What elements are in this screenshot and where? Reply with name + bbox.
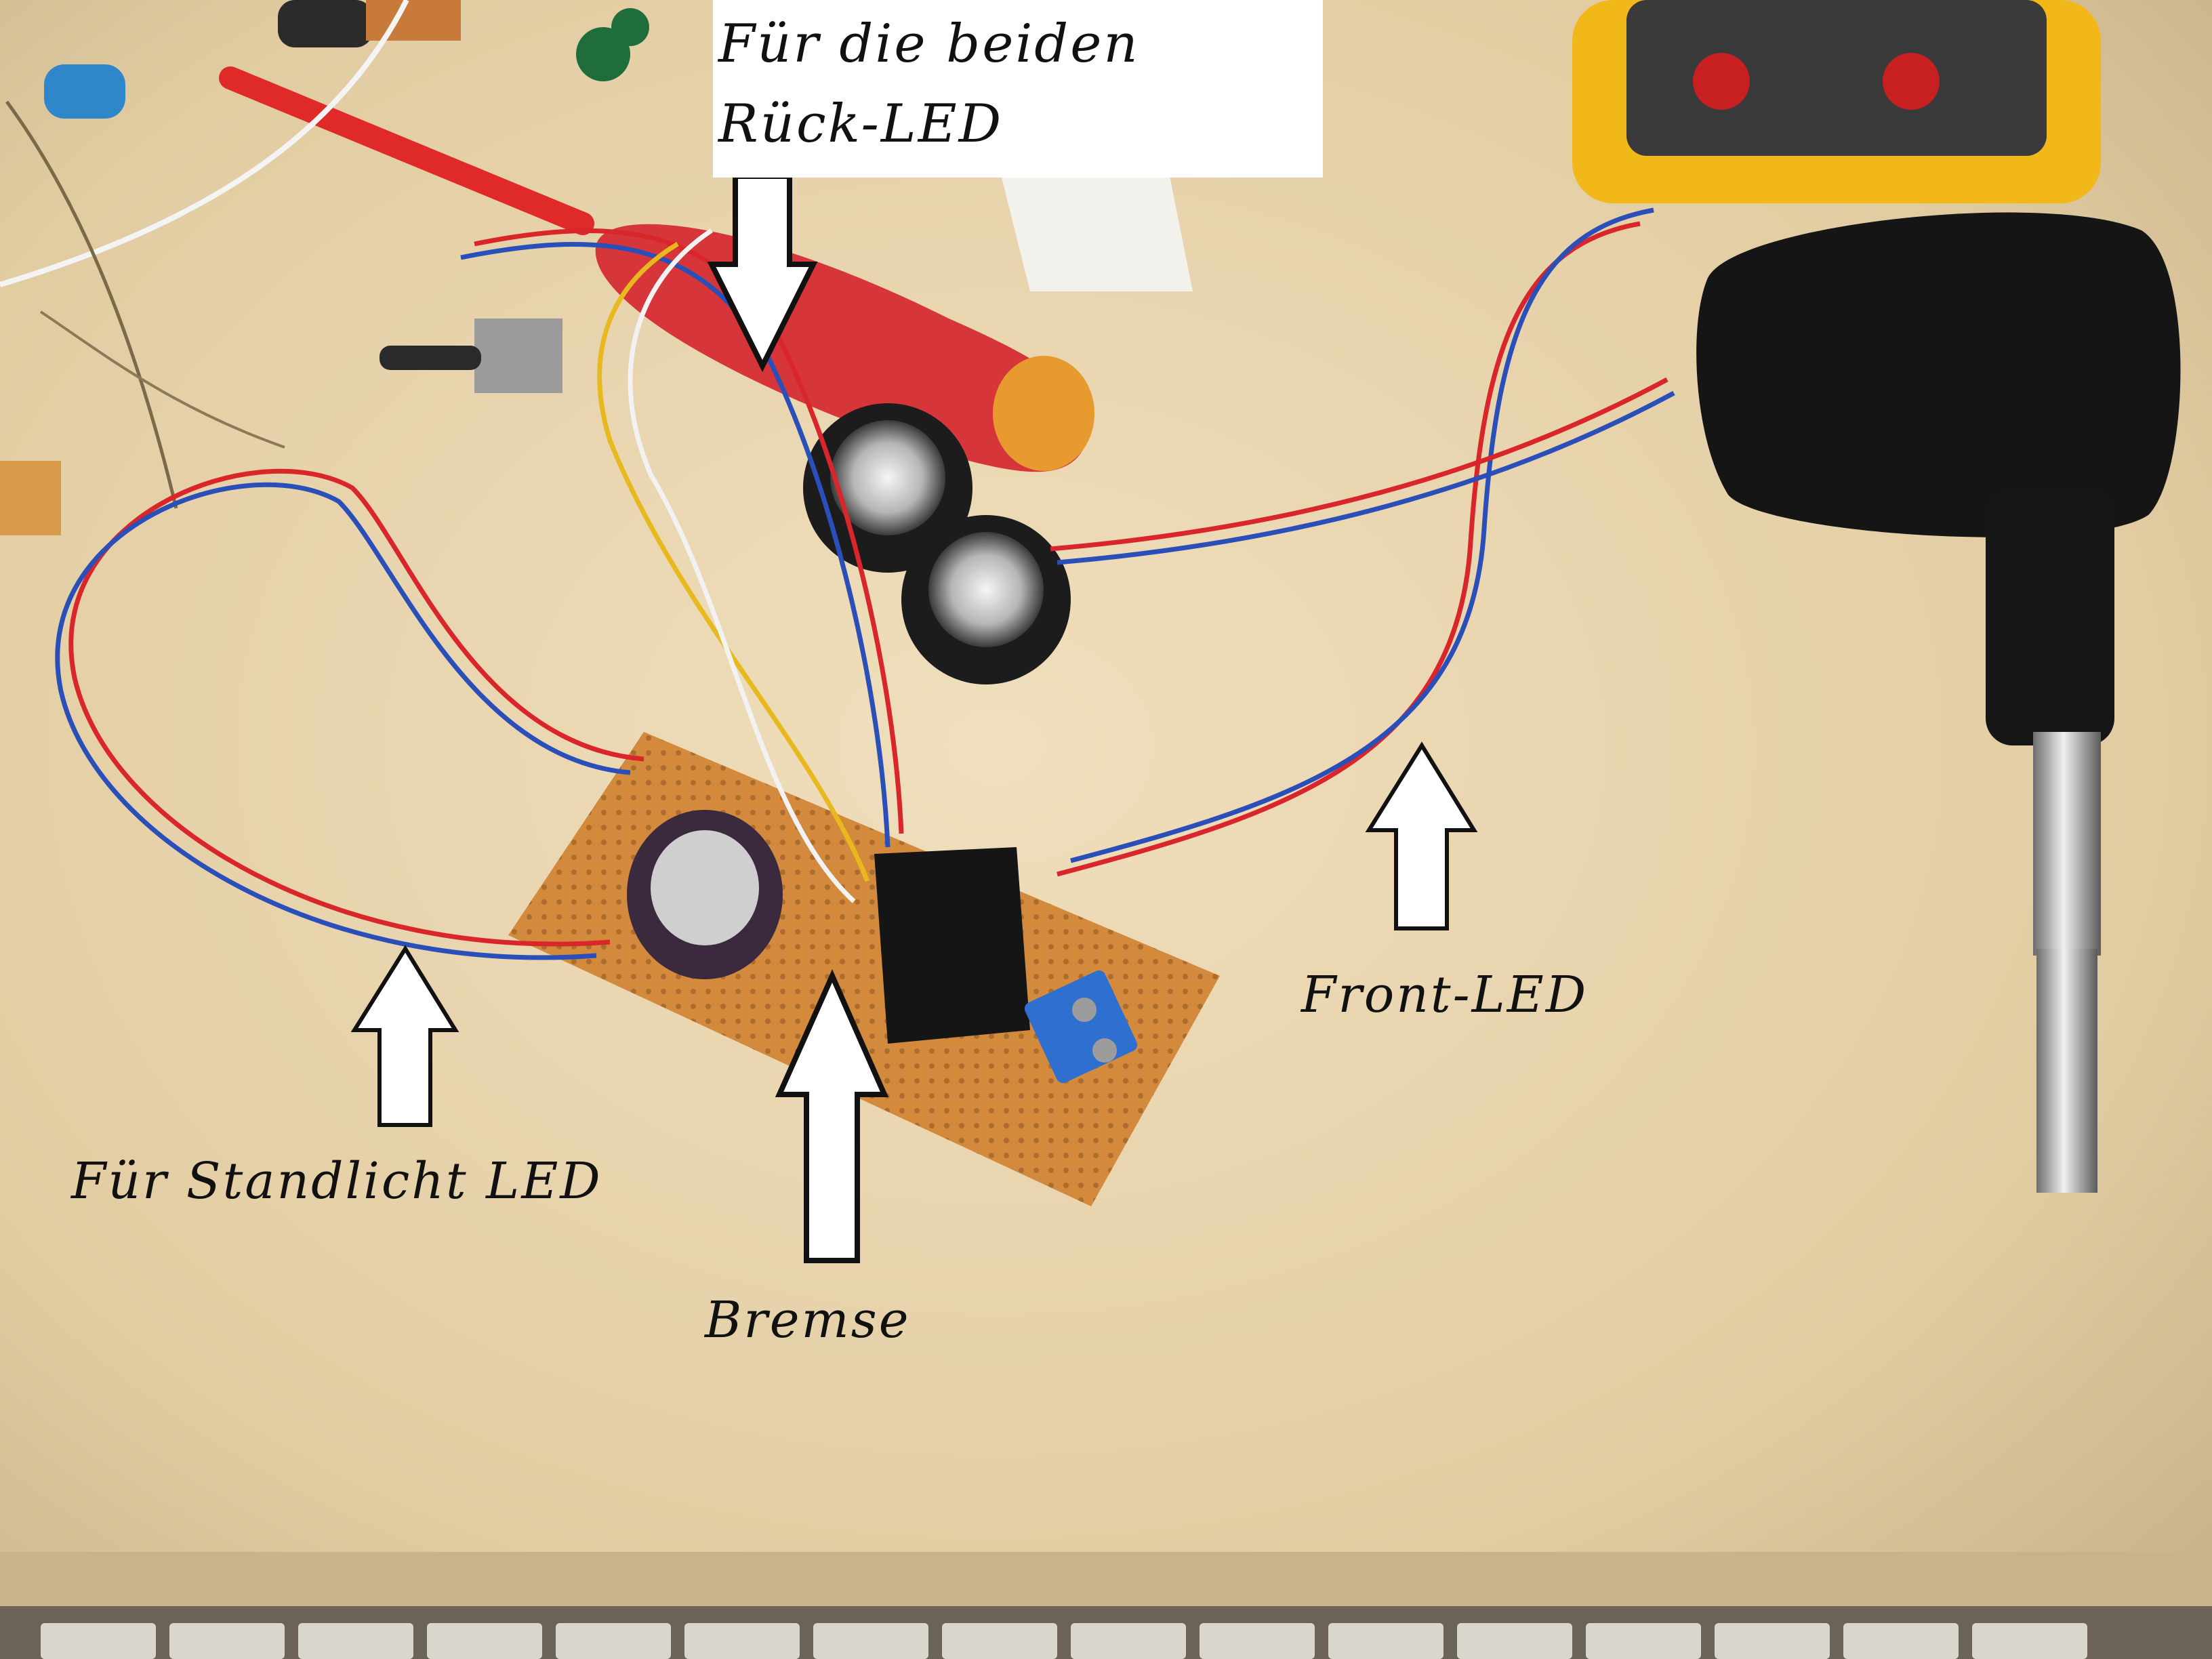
arrow-standlicht-led (350, 945, 459, 1127)
arrow-front-led (1365, 741, 1478, 930)
desk-edge (0, 1552, 2212, 1606)
keyboard-keys (41, 1623, 2087, 1659)
label-standlicht-led: Für Standlicht LED (71, 1152, 602, 1210)
rear-led-lenses (803, 403, 1071, 684)
label-bremse: Bremse (705, 1291, 911, 1349)
screwdriver (595, 224, 1094, 472)
label-front-led: Front-LED (1301, 966, 1589, 1024)
clutter-top-left (0, 0, 649, 535)
paper-card (996, 156, 1193, 291)
dynamo (1696, 212, 2181, 1193)
toggle-switch (380, 319, 562, 393)
arrow-rueck-led (707, 173, 818, 372)
wires (55, 207, 1675, 960)
annotation-box-rueck-led (713, 0, 1323, 178)
label-rueck-led: Für die beiden Rück-LED (718, 14, 1140, 155)
arrow-bremse (775, 969, 889, 1263)
multimeter (1572, 0, 2101, 203)
circuit-board (508, 732, 1220, 1206)
